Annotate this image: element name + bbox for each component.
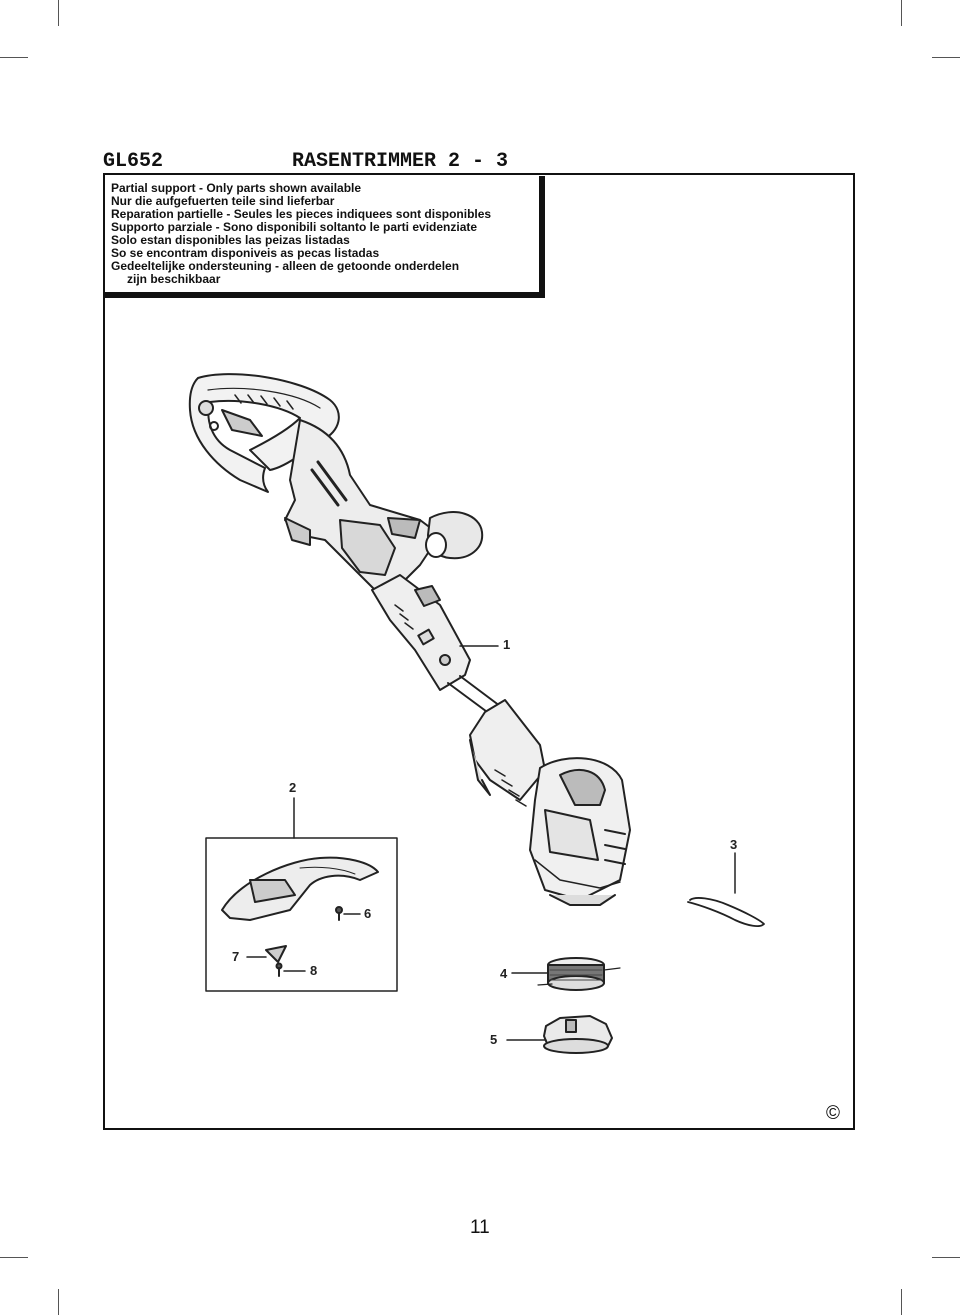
crop-mark xyxy=(901,0,902,26)
notice-line: Solo estan disponibles las peizas listad… xyxy=(111,233,350,247)
edge-guide-wire xyxy=(687,897,765,927)
diagram-frame xyxy=(103,173,855,1130)
notice-line: So se encontram disponiveis as pecas lis… xyxy=(111,246,380,260)
trimmer-handle xyxy=(188,373,340,493)
part-number-2: 2 xyxy=(289,780,297,795)
copyright-symbol: © xyxy=(826,1103,840,1124)
page-title: RASENTRIMMER 2 - 3 xyxy=(292,150,509,173)
notice-line: Partial support - Only parts shown avail… xyxy=(111,181,362,195)
spool-cap-part xyxy=(543,1015,613,1054)
motor-housing xyxy=(469,699,631,906)
spool-part xyxy=(537,957,621,991)
crop-mark xyxy=(0,57,28,58)
page-number: 11 xyxy=(470,1217,490,1238)
part-number-3: 3 xyxy=(730,837,738,852)
guard-part xyxy=(221,856,379,921)
notice-line: zijn beschikbaar xyxy=(127,272,221,286)
crop-mark xyxy=(58,0,59,26)
crop-mark xyxy=(932,57,960,58)
leader-lines xyxy=(246,645,736,1041)
part-number-6: 6 xyxy=(364,906,372,921)
trimmer-body xyxy=(284,419,484,591)
part-number-5: 5 xyxy=(490,1032,498,1047)
notice-line: Nur die aufgefuerten teile sind lieferba… xyxy=(111,194,335,208)
clip-7 xyxy=(265,945,287,963)
notice-line: Reparation partielle - Seules les pieces… xyxy=(111,207,492,221)
shaft-housing xyxy=(371,574,471,691)
notice-line: Supporto parziale - Sono disponibili sol… xyxy=(111,220,478,234)
model-code: GL652 xyxy=(103,150,164,173)
availability-notice: Partial support - Only parts shown avail… xyxy=(105,176,545,298)
crop-mark xyxy=(0,1257,28,1258)
notice-line: Gedeeltelijke ondersteuning - alleen de … xyxy=(111,259,460,273)
guard-inset-box xyxy=(205,837,398,992)
crop-mark xyxy=(932,1257,960,1258)
crop-mark xyxy=(58,1289,59,1315)
part-number-8: 8 xyxy=(310,963,318,978)
part-number-4: 4 xyxy=(500,966,508,981)
part-number-1: 1 xyxy=(503,637,511,652)
crop-mark xyxy=(901,1289,902,1315)
part-number-7: 7 xyxy=(232,949,240,964)
screw-6 xyxy=(335,906,343,921)
screw-8 xyxy=(275,962,283,977)
